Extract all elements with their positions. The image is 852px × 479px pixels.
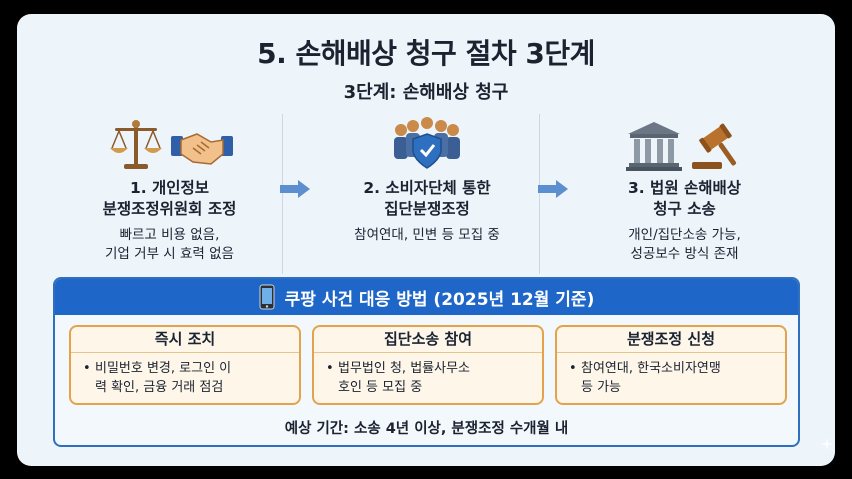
list-item: 등 가능 bbox=[581, 380, 622, 395]
list-item: •법무법인 청, 법률사무소 bbox=[326, 361, 470, 376]
divider bbox=[282, 114, 283, 274]
courthouse-icon bbox=[625, 122, 682, 171]
card-dispute-mediation: 분쟁조정 신청 •참여연대, 한국소비자연맹 등 가능 bbox=[555, 325, 787, 405]
step-3: 3. 법원 손해배상 청구 소송 개인/집단소송 가능, 성공보수 방식 존재 bbox=[572, 114, 797, 264]
card-title: 집단소송 참여 bbox=[314, 327, 542, 353]
step-2-desc-line1: 참여연대, 민변 등 모집 중 bbox=[354, 227, 500, 243]
step-1-title-line1: 1. 개인정보 bbox=[129, 179, 210, 197]
list-item: •참여연대, 한국소비자연맹 bbox=[569, 361, 721, 376]
page-title: 5. 손해배상 청구 절차 3단계 bbox=[257, 37, 595, 70]
step-3-title-line2: 청구 소송 bbox=[653, 200, 716, 218]
arrow-right-icon bbox=[280, 180, 310, 198]
step-3-desc-line2: 성공보수 방식 존재 bbox=[630, 246, 739, 262]
step-3-desc-line1: 개인/집단소송 가능, bbox=[628, 227, 741, 243]
step-1-desc-line1: 빠르고 비용 없음, bbox=[119, 227, 220, 243]
sparkle-icon bbox=[821, 438, 833, 450]
step-1-desc-line2: 기업 거부 시 효력 없음 bbox=[105, 246, 234, 262]
gavel-icon bbox=[691, 123, 736, 169]
panel-footer: 예상 기간: 소송 4년 이상, 분쟁조정 수개월 내 bbox=[284, 421, 569, 437]
card-class-action: 집단소송 참여 •법무법인 청, 법률사무소 호인 등 모집 중 bbox=[312, 325, 544, 405]
panel-header-text: 쿠팡 사건 대응 방법 (2025년 12월 기준) bbox=[284, 289, 595, 310]
divider bbox=[539, 114, 540, 274]
card-immediate-action: 즉시 조치 •비밀번호 변경, 로그인 이 력 확인, 금융 거래 점검 bbox=[69, 325, 301, 405]
handshake-icon bbox=[170, 133, 233, 165]
slide: 5. 손해배상 청구 절차 3단계 3단계: 손해배상 청구 bbox=[17, 14, 835, 466]
phone-icon bbox=[259, 284, 275, 310]
scales-icon bbox=[109, 120, 162, 169]
list-item: 호인 등 모집 중 bbox=[338, 380, 423, 395]
list-item: •비밀번호 변경, 로그인 이 bbox=[83, 361, 232, 376]
list-item: 력 확인, 금융 거래 점검 bbox=[95, 380, 224, 395]
step-2: 2. 소비자단체 통한 집단분쟁조정 참여연대, 민변 등 모집 중 bbox=[317, 114, 537, 245]
step-2-title-line2: 집단분쟁조정 bbox=[384, 200, 470, 218]
group-shield-icon bbox=[394, 117, 460, 169]
card-title: 즉시 조치 bbox=[71, 327, 299, 353]
step-1-title-line2: 분쟁조정위원회 조정 bbox=[102, 200, 237, 218]
step-2-title-line1: 2. 소비자단체 통한 bbox=[363, 179, 491, 197]
step-3-title-line1: 3. 법원 손해배상 bbox=[627, 179, 742, 197]
card-title: 분쟁조정 신청 bbox=[557, 327, 785, 353]
arrow-right-icon bbox=[538, 180, 568, 198]
response-panel: 쿠팡 사건 대응 방법 (2025년 12월 기준) 즉시 조치 •비밀번호 변… bbox=[53, 277, 800, 447]
page-subtitle: 3단계: 손해배상 청구 bbox=[343, 82, 509, 103]
panel-header: 쿠팡 사건 대응 방법 (2025년 12월 기준) bbox=[55, 279, 798, 315]
step-1: 1. 개인정보 분쟁조정위원회 조정 빠르고 비용 없음, 기업 거부 시 효력… bbox=[57, 114, 282, 264]
